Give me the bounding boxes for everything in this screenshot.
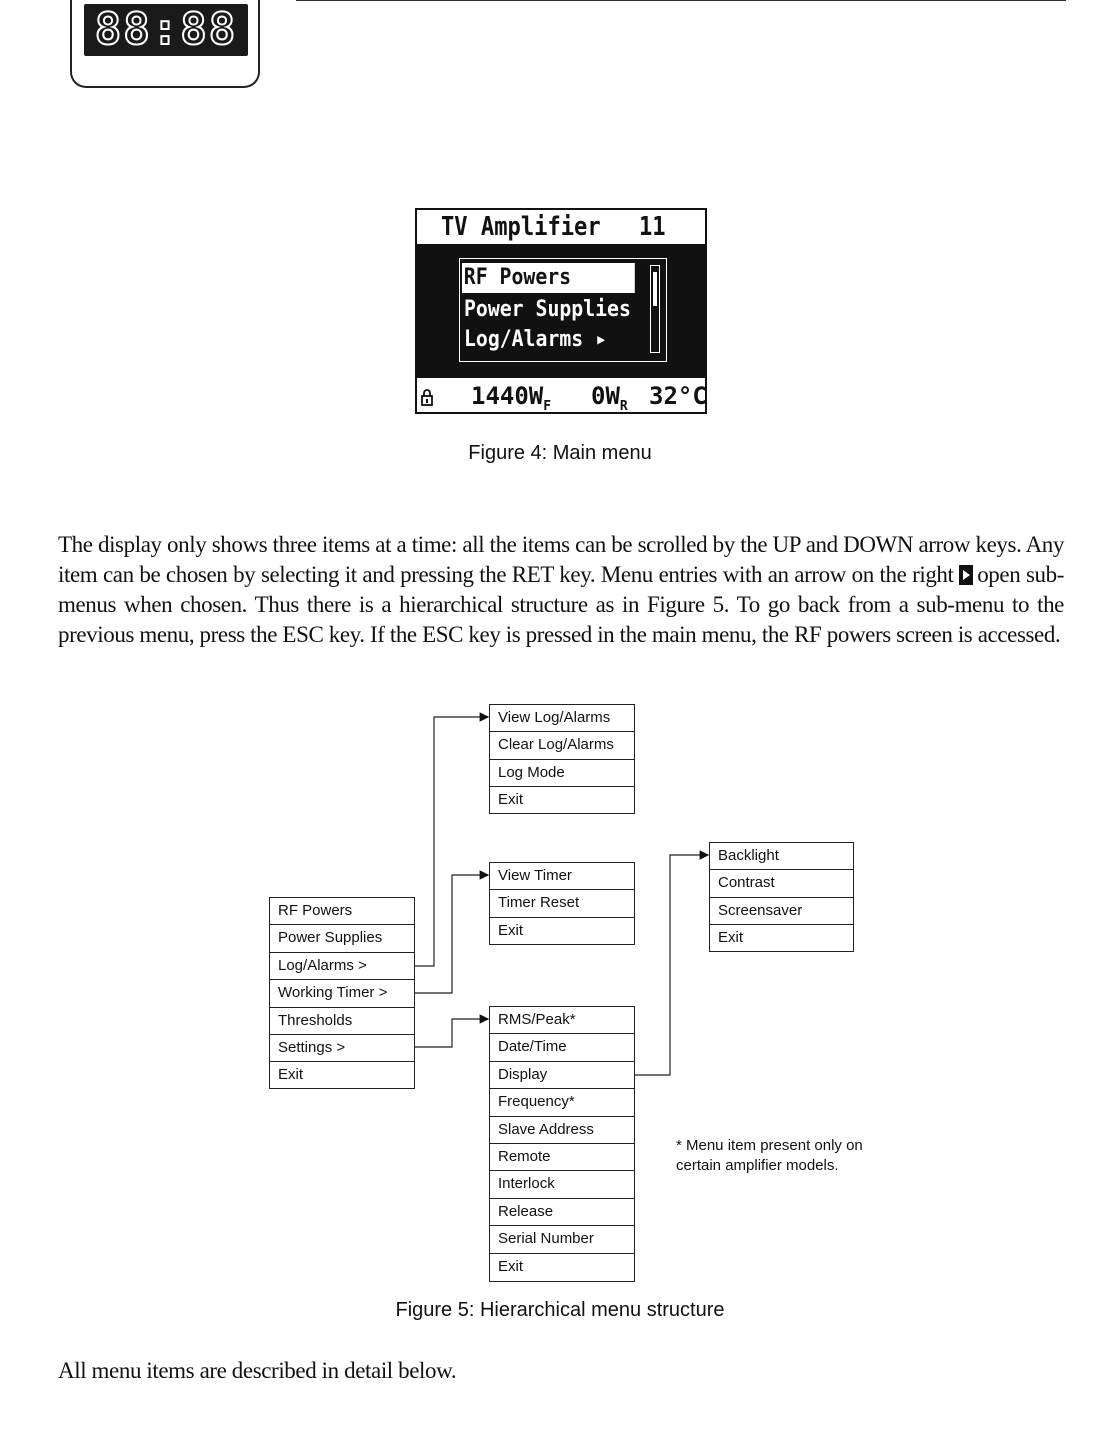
settings-menu-item: RMS/Peak*: [490, 1007, 634, 1035]
display-menu-item: Backlight: [710, 843, 853, 871]
settings-menu-item: Serial Number: [490, 1226, 634, 1254]
log-alarms-menu-item: Clear Log/Alarms: [490, 732, 634, 760]
settings-menu-item: Frequency*: [490, 1089, 634, 1117]
connector-working-timer: [415, 870, 490, 994]
main-menu-item: Log/Alarms >: [270, 953, 414, 981]
working-timer-menu-item: Timer Reset: [490, 890, 634, 918]
display-menu-item: Contrast: [710, 870, 853, 898]
lcd-title-row: TV Amplifier 11 21: [417, 210, 705, 272]
logo-display: [84, 4, 248, 56]
lcd-item-rf-powers[interactable]: RF Powers: [462, 263, 635, 293]
main-menu-item: Settings >: [270, 1035, 414, 1063]
main-menu-item: Power Supplies: [270, 925, 414, 953]
settings-menu-box: RMS/Peak* Date/Time Display Frequency* S…: [489, 1006, 635, 1282]
settings-menu-item: Display: [490, 1062, 634, 1090]
footnote: * Menu item present only on certain ampl…: [676, 1137, 863, 1174]
settings-menu-item: Remote: [490, 1144, 634, 1172]
lcd-scrollbar: [650, 265, 660, 353]
connector-log-alarms: [415, 712, 490, 967]
lcd-menu-area: RF Powers Power Supplies Log/Alarms ▸: [417, 244, 705, 376]
display-menu-item: Exit: [718, 929, 744, 947]
lcd-screen: TV Amplifier 11 21 RF Powers Power Suppl…: [415, 208, 707, 414]
lcd-item-log-alarms[interactable]: Log/Alarms ▸: [464, 327, 608, 352]
display-menu-item: Screensaver: [710, 898, 853, 926]
submenu-arrow-icon: [959, 565, 974, 585]
paragraph-part1: The display only shows three items at a …: [58, 532, 1064, 587]
settings-menu-item: Release: [490, 1199, 634, 1227]
lcd-forward-power: 1440WF: [471, 382, 552, 414]
lcd-reflected-power: 0WR: [591, 382, 628, 414]
header-rule: [296, 0, 1066, 1]
connector-display: [634, 850, 710, 1076]
main-menu-box: RF Powers Power Supplies Log/Alarms > Wo…: [269, 897, 415, 1089]
lcd-item-power-supplies[interactable]: Power Supplies: [464, 297, 631, 322]
settings-menu-item: Interlock: [490, 1171, 634, 1199]
working-timer-menu-box: View Timer Timer Reset Exit: [489, 862, 635, 945]
lcd-status-bar: 1440WF 0WR 32°C: [417, 376, 707, 414]
settings-menu-item: Slave Address: [490, 1117, 634, 1144]
closing-text: All menu items are described in detail b…: [58, 1358, 457, 1383]
main-menu-item: Exit: [278, 1066, 304, 1084]
display-menu-box: Backlight Contrast Screensaver Exit: [709, 842, 854, 952]
connector-settings: [415, 1014, 490, 1048]
working-timer-menu-item: View Timer: [490, 863, 634, 891]
log-alarms-menu-item: Exit: [498, 791, 524, 809]
log-alarms-menu-item: View Log/Alarms: [490, 705, 634, 733]
main-menu-item: RF Powers: [270, 898, 414, 926]
settings-menu-item: Date/Time: [490, 1034, 634, 1062]
lcd-title: TV Amplifier: [441, 212, 601, 242]
log-alarms-menu-item: Log Mode: [490, 760, 634, 788]
lcd-scroll-thumb: [653, 272, 657, 306]
lock-icon: [421, 389, 433, 406]
figure4-caption: Figure 4: Main menu: [468, 442, 652, 464]
lcd-temperature: 32°C: [649, 382, 707, 410]
body-paragraph: The display only shows three items at a …: [58, 530, 1064, 650]
working-timer-menu-item: Exit: [498, 921, 524, 939]
main-menu-item: Thresholds: [270, 1008, 414, 1035]
main-menu-item: Working Timer >: [270, 980, 414, 1008]
figure5-caption: Figure 5: Hierarchical menu structure: [395, 1299, 725, 1321]
logo-digits: 88:88: [94, 3, 238, 56]
paragraph-part2: open sub-menus when chosen. Thus there i…: [58, 562, 1064, 647]
logo-frame: [70, 0, 260, 88]
lcd-menu-box: RF Powers Power Supplies Log/Alarms ▸: [459, 258, 667, 362]
settings-menu-item: Exit: [498, 1257, 524, 1275]
log-alarms-menu-box: View Log/Alarms Clear Log/Alarms Log Mod…: [489, 704, 635, 814]
